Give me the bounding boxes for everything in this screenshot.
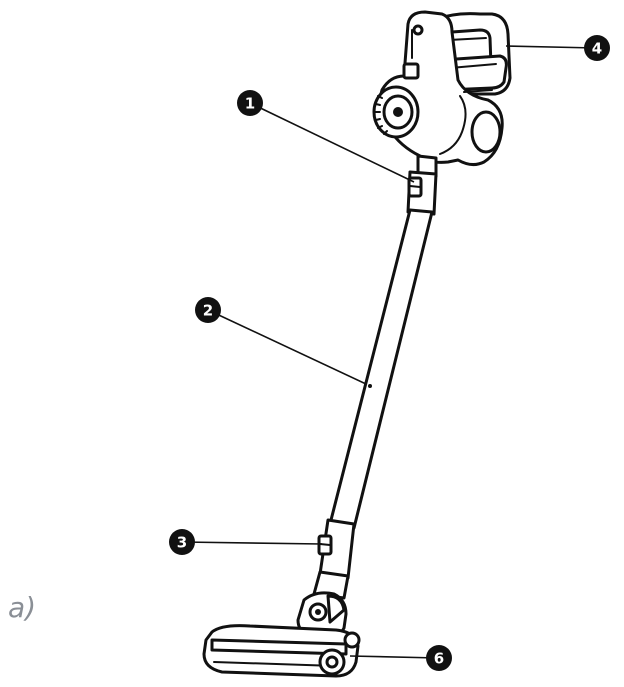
leader-line-3 — [181, 541, 323, 545]
callout-3: 3 — [169, 529, 195, 555]
leader-line-4 — [505, 45, 597, 49]
floor-head — [202, 591, 361, 678]
callout-2: 2 — [195, 297, 221, 323]
callout-4-label: 4 — [592, 40, 602, 58]
figure-label: a) — [8, 591, 37, 624]
callout-3-label: 3 — [177, 534, 187, 552]
leader-lines — [181, 45, 597, 659]
leader-line-2 — [207, 309, 367, 385]
motor-body — [372, 10, 512, 178]
callout-1: 1 — [237, 90, 263, 116]
upper-connector — [406, 170, 438, 216]
extension-tube — [328, 208, 434, 530]
leader-line-1 — [249, 102, 415, 183]
callout-6-label: 6 — [434, 650, 444, 668]
lower-connector — [312, 518, 356, 600]
callout-1-label: 1 — [245, 95, 255, 113]
callout-6: 6 — [426, 645, 452, 671]
leader-line-6 — [349, 655, 439, 659]
callout-4: 4 — [584, 35, 610, 61]
callout-2-label: 2 — [203, 302, 213, 320]
